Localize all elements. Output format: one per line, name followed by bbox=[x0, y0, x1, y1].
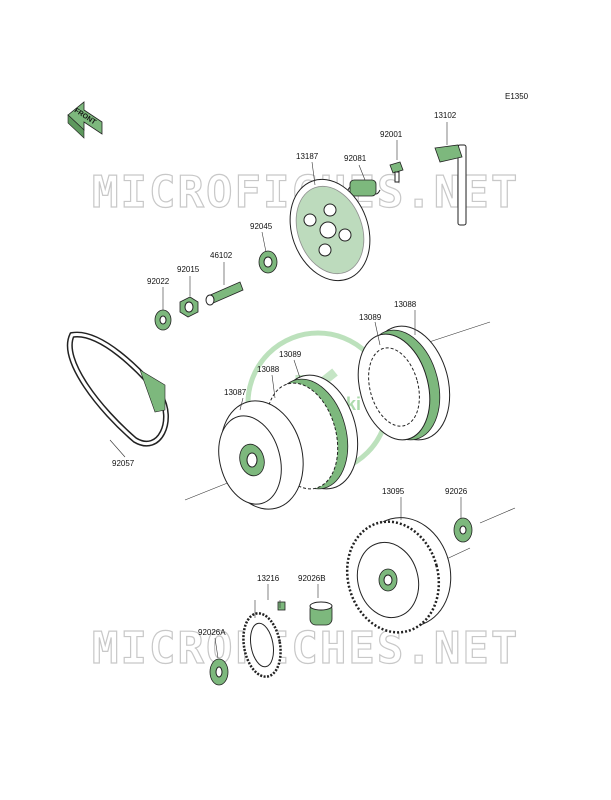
part-label-92057: 92057 bbox=[112, 459, 135, 468]
part-label-92001: 92001 bbox=[380, 130, 403, 139]
part-label-13216: 13216 bbox=[257, 574, 280, 583]
clutch-hub-part bbox=[218, 400, 304, 510]
nut-part bbox=[179, 296, 199, 318]
ball-bearing-part bbox=[258, 250, 278, 274]
washer-92026A-part bbox=[209, 658, 229, 686]
part-label-92026A: 92026A bbox=[198, 628, 226, 637]
diagram-code: E1350 bbox=[505, 92, 529, 101]
part-label-13187: 13187 bbox=[296, 152, 319, 161]
clutch-housing-part bbox=[345, 517, 452, 634]
part-label-13088-right: 13088 bbox=[394, 300, 417, 309]
pressure-plate-part bbox=[289, 178, 371, 282]
watermark-text-bottom: MICROFICHES.NET bbox=[92, 623, 519, 674]
part-label-92045: 92045 bbox=[250, 222, 273, 231]
bolt-part bbox=[389, 161, 404, 183]
part-label-13088-left: 13088 bbox=[257, 365, 280, 374]
front-arrow-icon: FRONT bbox=[67, 101, 103, 139]
part-label-92015: 92015 bbox=[177, 265, 200, 274]
chain-part bbox=[67, 331, 169, 447]
part-label-13102: 13102 bbox=[434, 111, 457, 120]
primary-gear-part bbox=[242, 601, 286, 678]
part-label-92081: 92081 bbox=[344, 154, 367, 163]
part-label-13089-right: 13089 bbox=[359, 313, 382, 322]
part-label-13087: 13087 bbox=[224, 388, 247, 397]
part-label-46102: 46102 bbox=[210, 251, 233, 260]
part-label-92026B: 92026B bbox=[298, 574, 326, 583]
clutch-release-shaft-part bbox=[434, 144, 467, 226]
washer-92026-part bbox=[453, 517, 473, 543]
spring-part bbox=[347, 179, 381, 197]
part-label-13089-left: 13089 bbox=[279, 350, 302, 359]
part-label-92022: 92022 bbox=[147, 277, 170, 286]
clutch-plates-stack-right bbox=[357, 325, 451, 441]
collar-part bbox=[309, 601, 333, 626]
washer-92022-part bbox=[154, 309, 172, 331]
part-label-92026: 92026 bbox=[445, 487, 468, 496]
part-label-13095: 13095 bbox=[382, 487, 405, 496]
push-rod-part bbox=[205, 281, 244, 306]
clutch-plates-stack-left bbox=[265, 374, 359, 490]
